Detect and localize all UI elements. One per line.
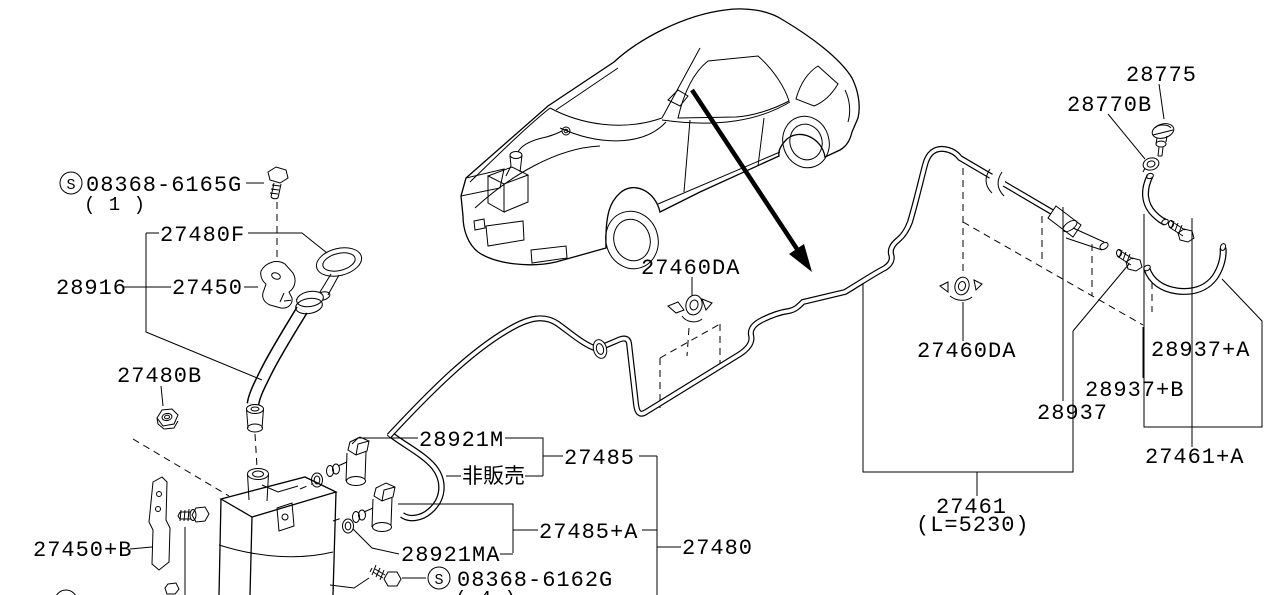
label-27480F: 27480F [160, 223, 245, 248]
washer-tank [218, 476, 338, 595]
hose-coupler [1047, 205, 1109, 251]
label-27450B: 27450+B [33, 538, 132, 563]
dashed-guides [132, 168, 1153, 522]
hose-clip-mid [667, 294, 713, 323]
label-28937A: 28937+A [1151, 338, 1250, 363]
vehicle-illustration [460, 8, 860, 270]
tank-inlet [247, 468, 269, 502]
filler-tube [246, 306, 308, 406]
body-creases [657, 101, 791, 205]
bumper-grilles [473, 218, 568, 264]
door-lines [683, 117, 765, 193]
mirror [667, 89, 689, 107]
washer-pump-rear [342, 482, 396, 534]
label-28916: 28916 [56, 276, 127, 301]
quarter-window [795, 65, 839, 107]
clipped-symbol-circle [56, 589, 76, 595]
windshield-edge [661, 47, 701, 119]
joint-pin-1 [1116, 249, 1143, 272]
s-symbol-bottom-letter: S [434, 572, 443, 589]
label-not-sold: 非販売 [462, 464, 525, 488]
washer-pump-front [311, 436, 370, 488]
s-symbol-bottom [427, 566, 451, 590]
nozzle-hose-lower [1143, 243, 1227, 295]
label-28921M: 28921M [419, 428, 504, 453]
label-27461A: 27461+A [1145, 445, 1244, 470]
pump-grommet-rear [342, 518, 354, 534]
label-27450: 27450 [172, 276, 243, 301]
label-28775: 28775 [1126, 63, 1197, 88]
reservoir-in-car [486, 126, 571, 213]
label-28937: 28937 [1037, 401, 1108, 426]
label-27480: 27480 [682, 536, 753, 561]
bracket-28937A [1143, 214, 1263, 447]
washer-nozzle [1151, 123, 1175, 157]
engine-bay-cowl [559, 121, 667, 142]
s-symbol-top-letter: S [66, 177, 75, 194]
label-28921MA: 28921MA [401, 543, 500, 568]
s-symbol-top [59, 171, 83, 195]
rear-wheel [782, 115, 830, 169]
main-hose [386, 145, 1054, 439]
location-arrow [690, 88, 812, 272]
a-pillar-inner [555, 67, 619, 111]
small-screw-bottom-left [164, 582, 180, 595]
nut-27480B [156, 408, 179, 430]
filler-cap [315, 247, 363, 301]
door-window [677, 55, 790, 119]
label-08368-6165G: 08368-6165G [86, 173, 242, 198]
hose-clip-right [939, 276, 983, 301]
tank-bracket [148, 476, 171, 571]
joint-pin-2 [1168, 220, 1195, 243]
label-27480B: 27480B [117, 364, 202, 389]
bracket-bolt [177, 506, 210, 523]
leader-lines [123, 83, 1263, 595]
pump-grommet-front [311, 472, 323, 488]
screw-bottom [329, 564, 402, 589]
hose-clamp [260, 261, 296, 309]
bolt-top [267, 166, 289, 200]
front-wheel [605, 210, 659, 270]
trunk-line [844, 89, 851, 123]
label-27461-length: (L=5230) [916, 513, 1030, 538]
label-27461: 27461 [936, 495, 1007, 520]
label-08368-6162G: 08368-6162G [457, 568, 613, 593]
pump-hose [386, 430, 445, 522]
part-labels: S 08368-6165G ( 1 ) 27480F 28916 27450 2… [33, 63, 1250, 595]
nozzle-hose-upper [1142, 172, 1169, 226]
label-28770B: 28770B [1067, 93, 1152, 118]
label-27460DA-mid: 27460DA [641, 256, 740, 281]
label-27460DA-right: 27460DA [917, 339, 1016, 364]
tube-end-fitting [246, 404, 264, 433]
label-qty-1: ( 1 ) [84, 194, 146, 216]
label-28937B: 28937+B [1085, 378, 1184, 403]
pipe-break [989, 173, 1005, 189]
label-27485A: 27485+A [539, 520, 638, 545]
bracket-27461 [862, 284, 1074, 496]
label-27485: 27485 [564, 446, 635, 471]
hose-grommet [592, 339, 608, 359]
headlight [460, 168, 505, 197]
nozzle-grommet [1142, 157, 1160, 173]
cowl-line [549, 107, 663, 126]
label-qty-4: ( 4 ) [455, 588, 517, 595]
filler-neck [295, 290, 324, 315]
